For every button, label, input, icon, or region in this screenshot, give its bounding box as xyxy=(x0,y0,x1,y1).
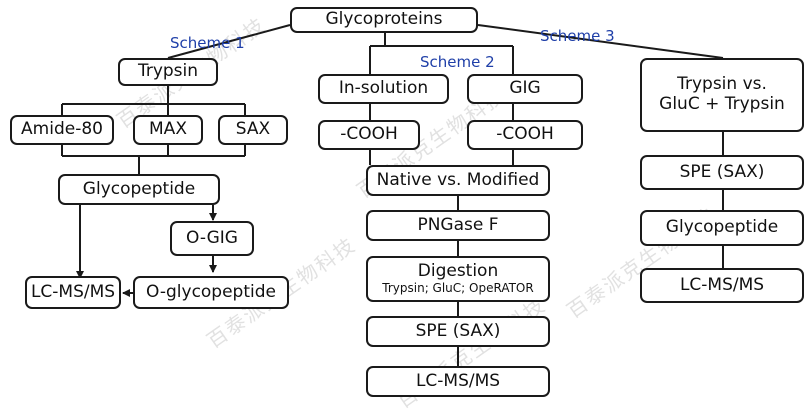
native-modified-node: Native vs. Modified xyxy=(366,165,550,196)
glycoproteins-node: Glycoproteins xyxy=(290,7,478,33)
sax-node: SAX xyxy=(218,115,288,145)
insolution-node: In-solution xyxy=(318,74,449,104)
connector-lines xyxy=(61,24,724,366)
scheme-2-label: Scheme 2 xyxy=(420,53,495,71)
glycopeptide-node: Glycopeptide xyxy=(640,210,804,246)
digestion-node: Digestion Trypsin; GluC; OpeRATOR xyxy=(366,256,550,302)
oglycopeptide-node: O-glycopeptide xyxy=(133,276,289,309)
ogig-node: O-GIG xyxy=(170,221,254,256)
scheme-3-label: Scheme 3 xyxy=(540,27,615,45)
trypsin-node: Trypsin xyxy=(118,58,218,86)
lcms-node: LC-MS/MS xyxy=(640,268,804,303)
cooh-node-a: -COOH xyxy=(318,120,420,150)
digestion-enzymes: Trypsin; GluC; OpeRATOR xyxy=(382,281,534,296)
glycopeptide-node: Glycopeptide xyxy=(58,174,220,205)
max-node: MAX xyxy=(133,115,203,145)
cooh-node-b: -COOH xyxy=(467,120,583,150)
amide80-node: Amide-80 xyxy=(10,115,114,145)
trypsin-gluc-line2: GluC + Trypsin xyxy=(659,94,785,114)
lcms-node: LC-MS/MS xyxy=(366,366,550,397)
scheme-1-label: Scheme 1 xyxy=(170,34,245,52)
spe-sax-node: SPE (SAX) xyxy=(640,155,804,190)
digestion-title: Digestion xyxy=(417,260,499,281)
lcms-node: LC-MS/MS xyxy=(25,276,121,309)
trypsin-gluc-node: Trypsin vs. GluC + Trypsin xyxy=(640,58,804,132)
trypsin-gluc-line1: Trypsin vs. xyxy=(677,74,767,95)
pngase-node: PNGase F xyxy=(366,210,550,241)
workflow-diagram: 百泰派克生物科技 百泰派克生物科技 百泰派克生物科技 百泰派克生物科技 百泰派克… xyxy=(10,7,804,413)
spe-sax-node: SPE (SAX) xyxy=(366,316,550,347)
gig-node: GIG xyxy=(467,74,583,104)
